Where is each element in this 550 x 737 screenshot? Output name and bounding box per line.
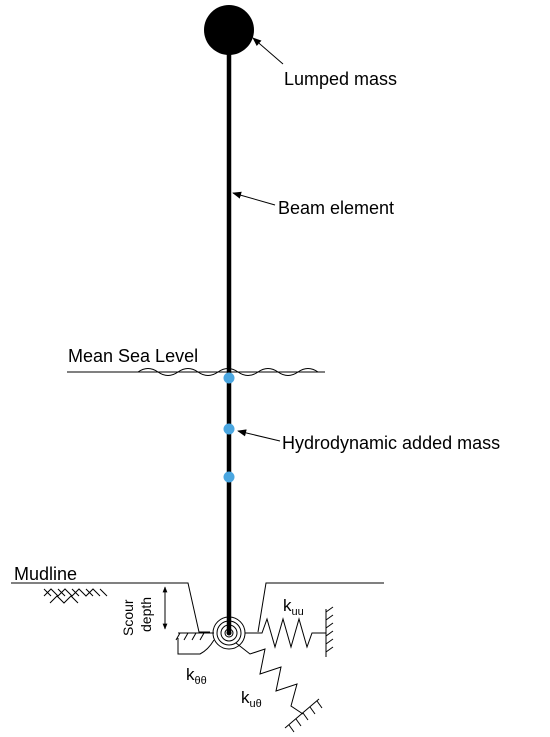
pile-toe-node <box>226 630 232 636</box>
lumped-mass-label: Lumped mass <box>284 69 397 89</box>
pile-toe-hatch <box>175 632 205 641</box>
mudline-label: Mudline <box>14 564 77 584</box>
kut-wall <box>284 698 320 729</box>
lateral-spring-kuu <box>245 617 326 649</box>
mean-sea-level-label: Mean Sea Level <box>68 346 198 366</box>
rotational-spring-spiral <box>177 616 246 655</box>
added-mass-node <box>223 372 235 384</box>
scour-label: Scour <box>120 599 136 636</box>
soil-hatch-symbol <box>43 588 108 604</box>
kuu-label: kuu <box>283 596 304 618</box>
sea-wave-path <box>137 368 319 376</box>
added-mass-node <box>223 471 235 483</box>
beam-element-arrow <box>232 191 276 206</box>
beam-element-label: Beam element <box>278 198 394 218</box>
ktt-label: kθθ <box>186 665 207 687</box>
coupled-spring-kut <box>235 642 304 715</box>
kut-wall-hatch <box>288 700 323 733</box>
lumped-mass-circle <box>204 5 254 55</box>
mudline-ground-profile <box>11 582 384 633</box>
depth-label: depth <box>138 597 154 632</box>
lumped-mass-arrow <box>252 37 284 65</box>
added-mass-arrow <box>237 429 281 442</box>
added-mass-node <box>223 423 235 435</box>
kuu-wall-hatch <box>325 606 334 653</box>
kut-label: kuθ <box>241 688 262 710</box>
added-mass-label: Hydrodynamic added mass <box>282 433 500 453</box>
